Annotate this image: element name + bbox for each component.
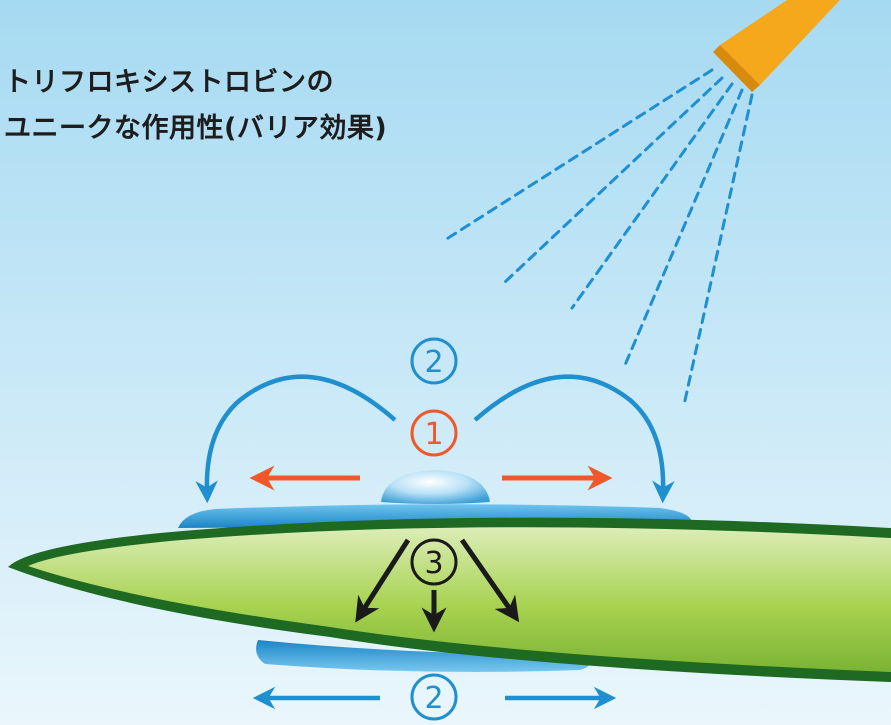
title-line-2: ユニークな作用性(バリア効果) (4, 113, 388, 144)
marker-three: 3 (410, 538, 458, 586)
marker-top-two: 2 (410, 337, 458, 385)
marker-one-label: 1 (424, 417, 443, 452)
spray-line (682, 93, 754, 407)
arrow-redistribute-left (195, 374, 397, 504)
marker-bottom-two: 2 (410, 673, 458, 721)
arrow-penetrate-left (355, 538, 411, 623)
sprayer-nozzle (713, 0, 840, 92)
marker-one: 1 (410, 409, 458, 457)
spray-line (623, 88, 744, 367)
spray-line (443, 68, 714, 242)
spray-line (570, 82, 734, 310)
marker-bottom-two-label: 2 (424, 681, 443, 716)
spray-mist (443, 68, 754, 407)
spray-line (503, 76, 724, 284)
marker-three-label: 3 (424, 546, 443, 581)
arrow-redistribute-right (473, 374, 675, 504)
title-line-1: トリフロキシストロビンの (4, 67, 334, 98)
arrow-penetrate-right (459, 538, 520, 623)
spray-droplet (381, 470, 490, 504)
marker-top-two-label: 2 (424, 345, 443, 380)
film-underside (256, 640, 593, 672)
leaf-surface (28, 527, 891, 672)
